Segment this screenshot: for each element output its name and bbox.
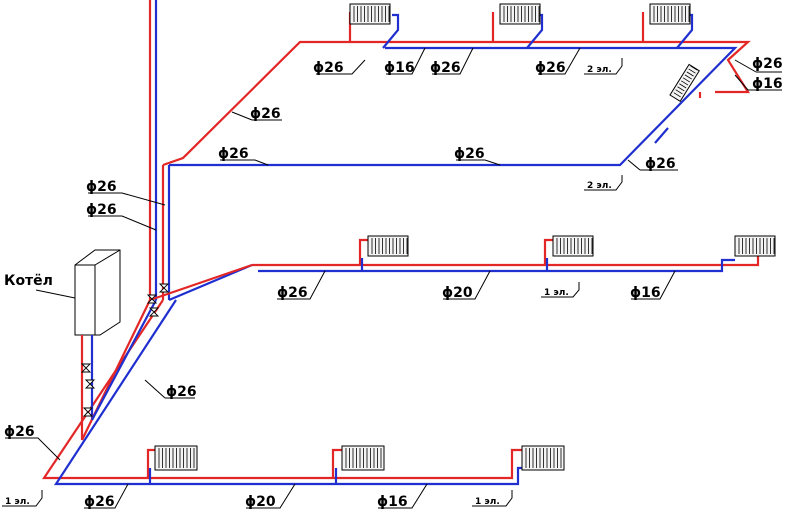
pipe-diameter-label: ϕ26 — [277, 285, 308, 301]
pipe-diameter-label: ϕ26 — [218, 146, 249, 162]
pipe-diameter-label: ϕ26 — [535, 60, 566, 76]
boiler-label: Котёл — [4, 273, 53, 289]
top-branch-return-1 — [382, 13, 400, 49]
bottom-branch-supply-1 — [146, 448, 155, 478]
leader-lines — [2, 47, 782, 509]
pipe-diameter-label: ϕ26 — [86, 179, 117, 195]
level-mark-label: 1 эл. — [5, 497, 30, 507]
bottom-branch-supply-2 — [331, 448, 342, 478]
top-floor-loop — [162, 12, 751, 167]
pipe-diameter-label: ϕ26 — [84, 494, 115, 510]
radiators — [154, 3, 776, 471]
pipe-diameter-label: ϕ26 — [166, 384, 197, 400]
level-mark-label: 2 эл. — [587, 181, 612, 191]
valve-icon — [146, 294, 158, 304]
level-mark-label: 1 эл. — [544, 288, 569, 298]
valve-icon — [80, 363, 92, 373]
radiator-icon — [669, 63, 700, 103]
level-mark-label: 2 эл. — [587, 65, 612, 75]
pipe-diameter-label: ϕ26 — [4, 424, 35, 440]
level-mark-label: 1 эл. — [475, 497, 500, 507]
pipe-diameter-label: ϕ26 — [313, 60, 344, 76]
boiler-feed-blue — [91, 299, 157, 421]
pipe-diameter-label: ϕ26 — [752, 56, 783, 72]
middle-floor-loop — [252, 238, 760, 273]
boiler-body — [74, 249, 121, 336]
mid-branch-supply-2 — [543, 238, 553, 265]
pipe-diameter-label: ϕ16 — [377, 494, 408, 510]
pipe-diameter-label: ϕ26 — [250, 106, 281, 122]
radiator-icon — [154, 445, 198, 471]
top-supply-pipe — [162, 40, 751, 167]
radiator-icon — [649, 3, 691, 25]
radiator-icon — [521, 445, 565, 471]
pipe-diameter-label: ϕ20 — [245, 494, 276, 510]
radiator-icon — [552, 235, 594, 257]
radiator-icon — [367, 235, 409, 257]
pipe-diameter-label: ϕ16 — [630, 285, 661, 301]
bottom-supply-pipe — [41, 299, 522, 480]
radiator-icon — [734, 235, 776, 257]
mid-supply-pipe — [252, 243, 760, 267]
pipe-diameter-label: ϕ16 — [752, 76, 783, 92]
bottom-floor-loop — [41, 263, 525, 486]
pipe-diameter-label: ϕ16 — [384, 60, 415, 76]
bottom-return-pipe — [53, 299, 525, 486]
valve-icon — [84, 379, 96, 389]
pipe-diameter-label: ϕ20 — [442, 285, 473, 301]
right-radiator-return — [654, 127, 669, 144]
boiler: Котёл — [4, 249, 157, 441]
pipe-labels: ϕ26 ϕ16 ϕ26 ϕ26 ϕ26 ϕ16 ϕ26 ϕ26 ϕ26 ϕ26 … — [4, 56, 783, 510]
valves — [80, 283, 170, 417]
pipe-diameter-label: ϕ26 — [430, 60, 461, 76]
valve-icon — [82, 407, 94, 417]
pipe-diameter-label: ϕ26 — [86, 202, 117, 218]
top-return-pipe — [169, 46, 738, 167]
radiator-icon — [341, 445, 385, 471]
pipe-diameter-label: ϕ26 — [645, 156, 676, 172]
valve-icon — [158, 283, 170, 293]
mid-branch-supply-1 — [358, 238, 368, 265]
pipe-diameter-label: ϕ26 — [454, 146, 485, 162]
radiator-icon — [349, 3, 391, 25]
mid-feed-link-red — [149, 263, 253, 302]
valve-icon — [148, 307, 160, 317]
radiator-icon — [499, 3, 541, 25]
risers — [148, 0, 171, 300]
level-marks: 2 эл. 2 эл. 1 эл. 1 эл. 1 эл. — [5, 65, 612, 507]
